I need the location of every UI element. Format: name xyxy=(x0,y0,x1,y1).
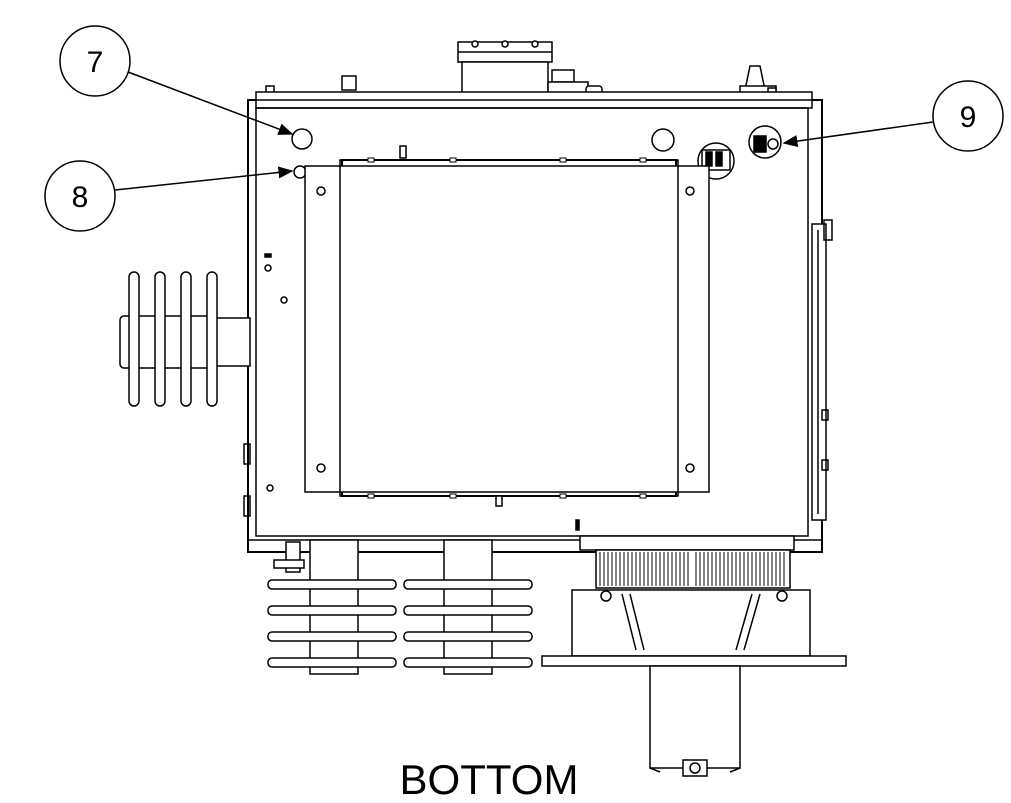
callout-9: 9 xyxy=(782,80,1004,152)
sampling-port-8 xyxy=(293,165,307,179)
callout-bubble xyxy=(59,25,131,97)
bottom-bushing-right xyxy=(403,539,533,675)
drain-valve-7 xyxy=(291,128,313,150)
leader-line xyxy=(782,121,934,148)
callout-bubble xyxy=(932,80,1004,152)
callout-number: 8 xyxy=(72,181,89,214)
bottom-bushing-left xyxy=(267,539,397,675)
left-bushing xyxy=(119,271,251,407)
radiator-assembly xyxy=(541,535,847,777)
cover-panel xyxy=(304,157,710,531)
view-label: BOTTOM xyxy=(400,756,579,803)
leader-line xyxy=(114,166,294,191)
tank-fittings xyxy=(291,125,782,180)
callout-number: 9 xyxy=(960,101,977,134)
callout-bubble xyxy=(44,160,116,232)
callout-7: 7 xyxy=(59,25,294,135)
callout-number: 7 xyxy=(87,46,104,79)
leader-line xyxy=(127,71,294,135)
callout-8: 8 xyxy=(44,160,294,232)
